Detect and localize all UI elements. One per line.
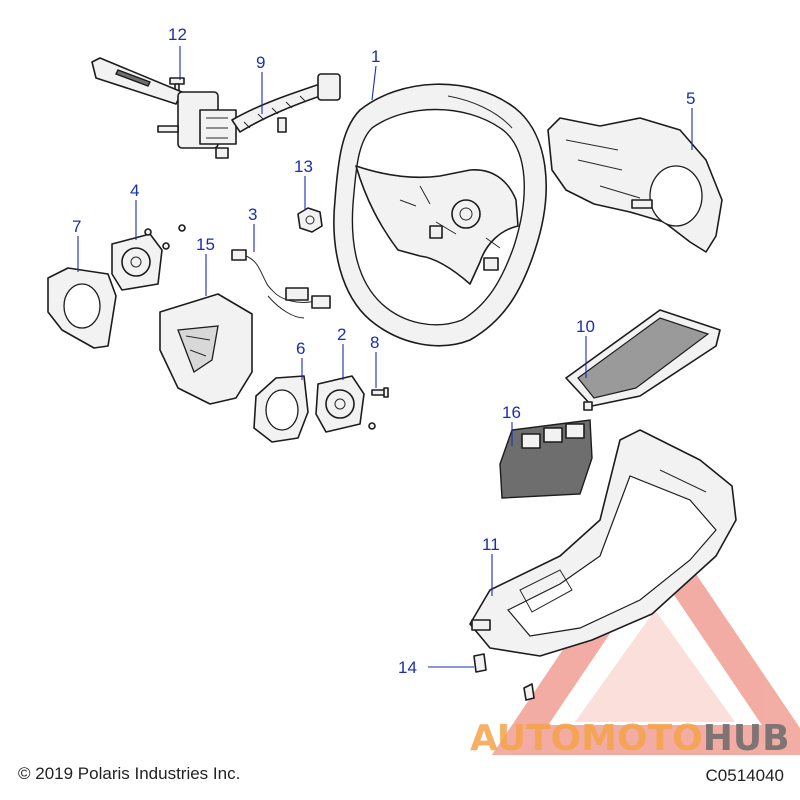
callout-labels: 12 9 1 5 13 4 3 7 15 10 8 2 6 16 11 14: [72, 25, 695, 677]
part-5-column-shroud: [547, 117, 723, 253]
part-clip-lower: [523, 683, 535, 701]
leader-lines: [77, 46, 693, 668]
part-6-bezel: [253, 375, 309, 443]
callout-6: 6: [296, 339, 305, 358]
part-9-combination-switch: [91, 57, 341, 159]
part-11-console: [469, 429, 737, 657]
part-1-steering-wheel: [333, 83, 547, 347]
watermark-moto: MOTO: [581, 718, 703, 759]
part-4-switch-module: [111, 224, 186, 291]
callout-8: 8: [370, 333, 379, 352]
watermark-hub: HUB: [703, 718, 790, 759]
callout-14: 14: [398, 658, 417, 677]
watermark-auto: AUTO: [470, 718, 581, 759]
callout-16: 16: [502, 403, 521, 422]
callout-10: 10: [576, 317, 595, 336]
callout-13: 13: [294, 157, 313, 176]
part-3-harness: [231, 249, 331, 319]
part-14-clip: [473, 653, 487, 673]
callout-1: 1: [371, 47, 380, 66]
part-16-switch-panel: [499, 419, 593, 499]
part-15-airbag: [159, 293, 253, 405]
part-8-screw: [371, 387, 389, 398]
callout-5: 5: [686, 89, 695, 108]
watermark-text: AUTOMOTOHUB: [470, 718, 790, 759]
callout-3: 3: [248, 205, 257, 224]
svg-text:AUTOMOTOHUB: AUTOMOTOHUB: [470, 718, 790, 759]
part-7-bezel: [47, 267, 117, 349]
drawing-code: C0514040: [705, 766, 784, 785]
part-13-nut: [297, 207, 323, 233]
callout-11: 11: [482, 535, 500, 554]
part-2-switch-module: [315, 375, 376, 433]
callout-15: 15: [196, 235, 215, 254]
callout-9: 9: [256, 53, 265, 72]
copyright-notice: © 2019 Polaris Industries Inc.: [18, 764, 241, 783]
callout-12: 12: [168, 25, 187, 44]
callout-2: 2: [337, 325, 346, 344]
part-10-grille: [565, 309, 721, 411]
callout-7: 7: [72, 217, 81, 236]
callout-4: 4: [130, 181, 139, 200]
